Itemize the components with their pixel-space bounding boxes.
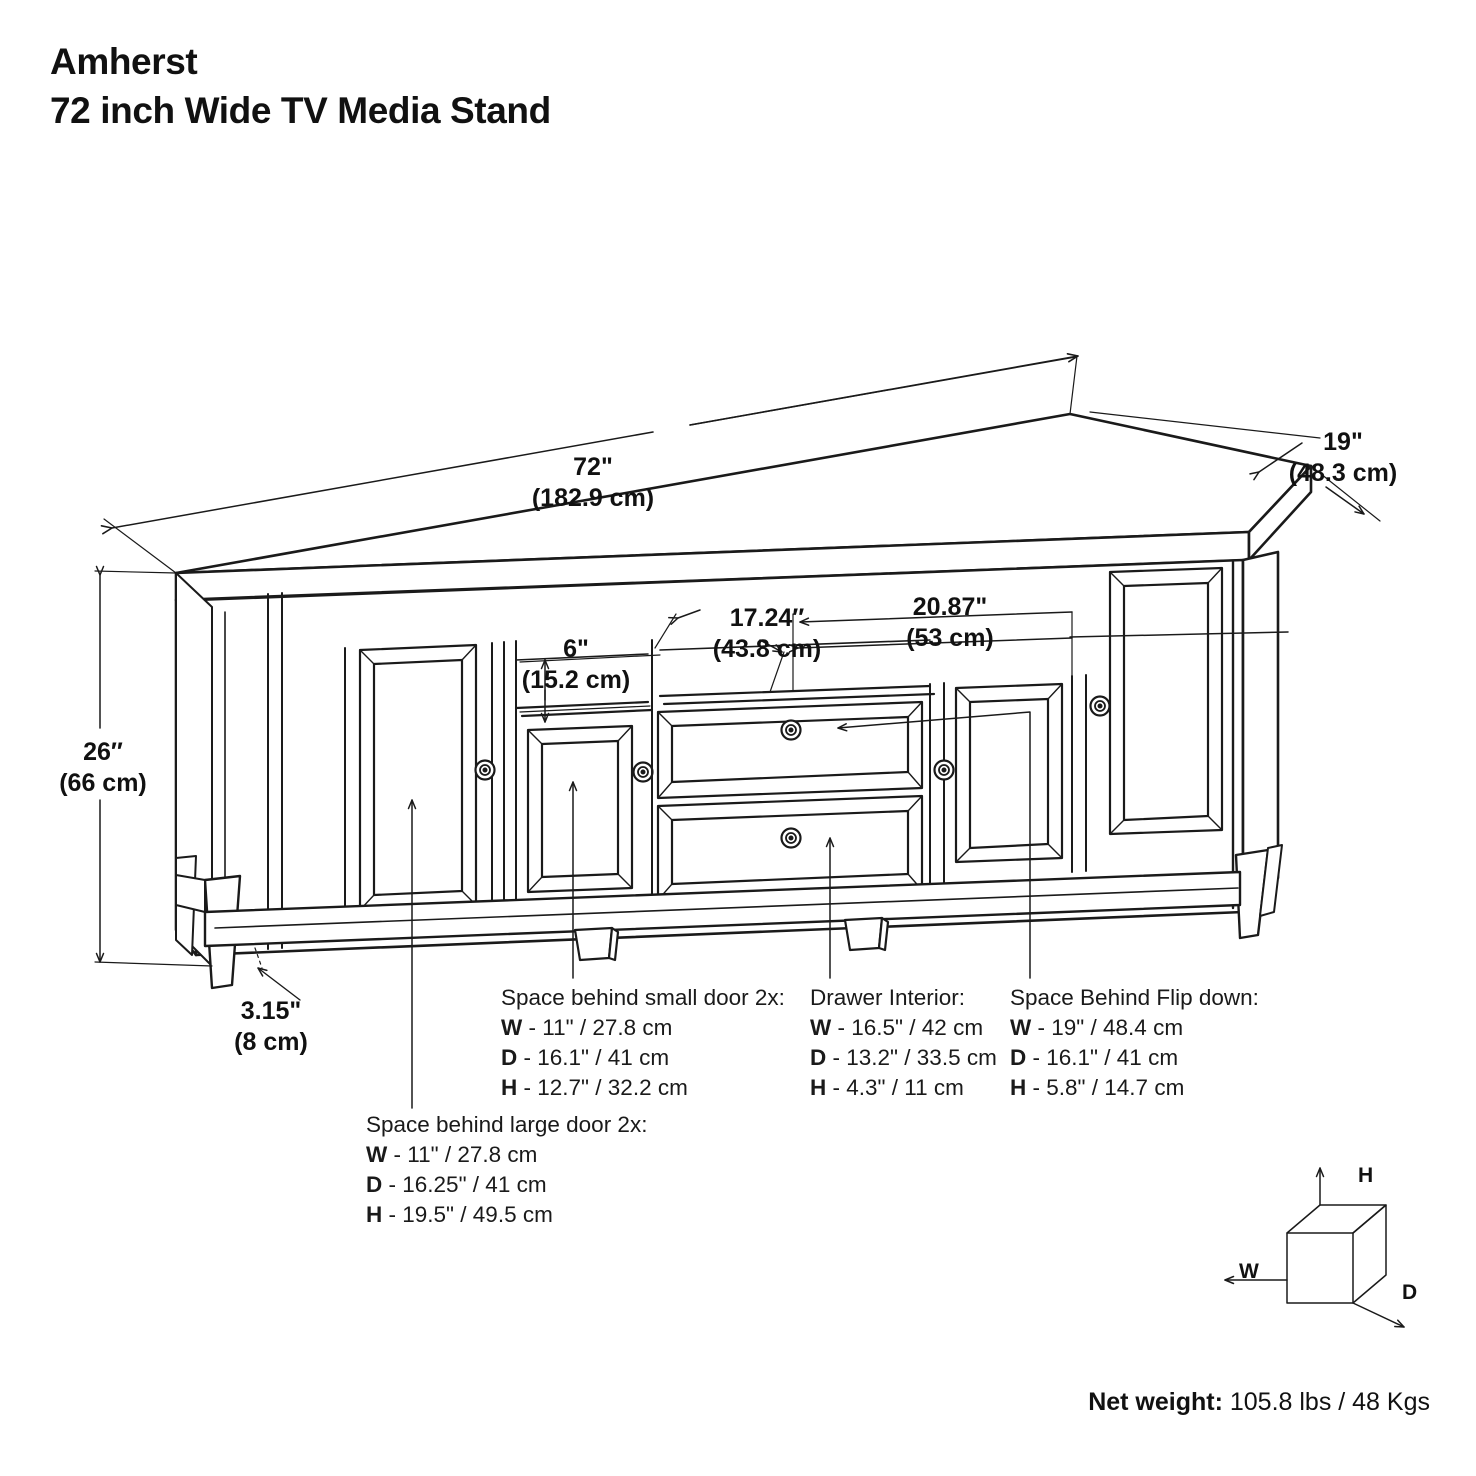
callout-row: H - 12.7" / 32.2 cm xyxy=(501,1073,785,1103)
callout-row-value: - 11" / 27.8 cm xyxy=(393,1141,538,1167)
dimension-label-opening-small: 17.24″ (43.8 cm) xyxy=(712,604,822,663)
legend-height-letter: H xyxy=(1358,1164,1374,1187)
callout-drawer: Drawer Interior: W - 16.5" / 42 cm D - 1… xyxy=(810,983,997,1103)
dimension-line-width xyxy=(100,353,1079,574)
callout-row: H - 19.5" / 49.5 cm xyxy=(366,1200,647,1230)
callout-row: D - 16.1" / 41 cm xyxy=(1010,1043,1259,1073)
knob-right-large-door xyxy=(1089,695,1111,717)
legend-width-letter: W xyxy=(1239,1260,1259,1283)
legend-depth-letter: D xyxy=(1402,1281,1418,1304)
dimension-legend: H W D xyxy=(1206,1152,1436,1327)
callout-row-value: - 16.25" / 41 cm xyxy=(388,1171,547,1197)
knob-small-door xyxy=(632,761,654,783)
callout-row-value: - 13.2" / 33.5 cm xyxy=(832,1044,997,1070)
dimension-label-depth: 19" (48.3 cm) xyxy=(1288,428,1398,487)
callout-row-value: - 16.5" / 42 cm xyxy=(837,1014,984,1040)
knob-small-door-right xyxy=(933,759,955,781)
callout-row-value: - 16.1" / 41 cm xyxy=(1032,1044,1179,1070)
dimension-line-depth xyxy=(1089,411,1381,522)
dimension-label-leg: 3.15" (8 cm) xyxy=(234,997,308,1056)
callout-row: H - 4.3" / 11 cm xyxy=(810,1073,997,1103)
callout-row: W - 16.5" / 42 cm xyxy=(810,1013,997,1043)
callout-row-key: D xyxy=(501,1044,518,1070)
dimension-label-opening-large: 20.87" (53 cm) xyxy=(906,593,994,652)
callout-heading: Space behind large door 2x: xyxy=(366,1112,648,1137)
callout-flip-down: Space Behind Flip down: W - 19" / 48.4 c… xyxy=(1010,983,1259,1103)
callout-row-key: H xyxy=(810,1074,827,1100)
callout-row-value: - 12.7" / 32.2 cm xyxy=(523,1074,688,1100)
callout-row-key: W xyxy=(501,1014,523,1040)
callout-row-value: - 11" / 27.8 cm xyxy=(528,1014,673,1040)
dimension-line-opening-large xyxy=(788,611,1289,653)
callout-row-key: H xyxy=(1010,1074,1027,1100)
product-subtitle: 72 inch Wide TV Media Stand xyxy=(50,89,551,131)
callout-row: W - 11" / 27.8 cm xyxy=(501,1013,785,1043)
callout-row-value: - 5.8" / 14.7 cm xyxy=(1032,1074,1185,1100)
net-weight-value: 105.8 lbs / 48 Kgs xyxy=(1222,1388,1430,1416)
callout-row-value: - 16.1" / 41 cm xyxy=(523,1044,670,1070)
net-weight: Net weight: 105.8 lbs / 48 Kgs xyxy=(1088,1388,1430,1417)
net-weight-label: Net weight: xyxy=(1088,1388,1223,1416)
dimension-line-opening-small xyxy=(668,609,783,653)
dimension-label-shelf-height: 6" (15.2 cm) xyxy=(521,635,631,694)
callout-row: W - 11" / 27.8 cm xyxy=(366,1140,647,1170)
callout-row: W - 19" / 48.4 cm xyxy=(1010,1013,1259,1043)
callout-row-key: W xyxy=(1010,1014,1032,1040)
callout-row-key: D xyxy=(810,1044,827,1070)
dimension-label-width: 72" (182.9 cm) xyxy=(531,453,655,512)
callout-heading: Space behind small door 2x: xyxy=(501,985,785,1010)
callout-heading: Drawer Interior: xyxy=(810,985,966,1010)
product-name: Amherst xyxy=(50,41,198,82)
callout-heading: Space Behind Flip down: xyxy=(1010,985,1259,1010)
callout-row-value: - 19.5" / 49.5 cm xyxy=(388,1201,553,1227)
callout-row-value: - 19" / 48.4 cm xyxy=(1037,1014,1184,1040)
callout-row-key: H xyxy=(366,1201,383,1227)
callout-row: H - 5.8" / 14.7 cm xyxy=(1010,1073,1259,1103)
callout-row: D - 13.2" / 33.5 cm xyxy=(810,1043,997,1073)
knob-drawer-lower xyxy=(780,827,802,849)
callout-row-key: D xyxy=(1010,1044,1027,1070)
page-title: Amherst 72 inch Wide TV Media Stand xyxy=(50,38,950,136)
legend-cube xyxy=(1224,1167,1405,1328)
dimension-label-height: 26″ (66 cm) xyxy=(59,738,147,797)
leader-flip-down xyxy=(837,711,1031,979)
callout-row-key: W xyxy=(366,1141,388,1167)
callout-row-value: - 4.3" / 11 cm xyxy=(832,1074,964,1100)
callout-row: D - 16.1" / 41 cm xyxy=(501,1043,785,1073)
dimension-line-leg xyxy=(254,947,301,1001)
callout-row: D - 16.25" / 41 cm xyxy=(366,1170,647,1200)
callout-small-door: Space behind small door 2x: W - 11" / 27… xyxy=(501,983,785,1103)
callout-large-door: Space behind large door 2x: W - 11" / 27… xyxy=(366,1110,647,1230)
callout-row-key: D xyxy=(366,1171,383,1197)
callout-row-key: H xyxy=(501,1074,518,1100)
knob-left-large-door xyxy=(474,759,496,781)
callout-row-key: W xyxy=(810,1014,832,1040)
dimension-line-height xyxy=(94,565,213,967)
knob-drawer-upper xyxy=(780,719,802,741)
